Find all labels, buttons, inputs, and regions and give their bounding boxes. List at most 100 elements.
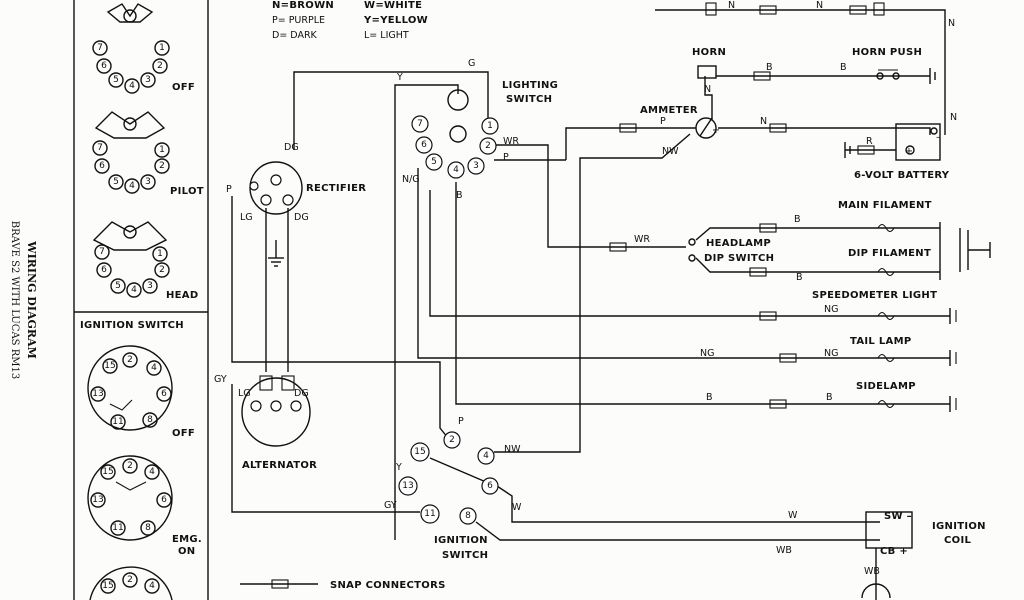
lighting-switch: 7 6 5 4 3 2 1 LIGHTING SWITCH	[411, 80, 558, 179]
ignition-switch: 2 4 15 6 13 11 8 IGNITION SWITCH	[398, 431, 499, 561]
wire-label-n-top-1: N	[728, 0, 735, 11]
svg-text:6: 6	[161, 495, 167, 505]
wire-label-n-ammeter: N	[760, 116, 767, 127]
svg-text:4: 4	[131, 285, 137, 295]
is-terminal-8: 8	[465, 511, 471, 521]
svg-text:11: 11	[112, 523, 123, 533]
wire-label-p-is: P	[458, 416, 464, 427]
ignition-panel-title: IGNITION SWITCH	[80, 320, 184, 331]
ignition-switch-diagram-off: 2 15 4 13 6 11 8 OFF	[87, 345, 195, 439]
coil-sw-label: SW –	[884, 511, 912, 522]
ls-terminal-4: 4	[453, 165, 459, 175]
speedometer-light-label: SPEEDOMETER LIGHT	[812, 290, 937, 301]
wire-label-lg-rect: LG	[240, 212, 253, 223]
wire-label-b-side-1: B	[706, 392, 713, 403]
wire-label-lg-alt: LG	[238, 388, 251, 399]
horn-label: HORN	[692, 47, 726, 58]
svg-text:15: 15	[102, 581, 113, 591]
svg-text:4: 4	[151, 363, 157, 373]
ammeter-label: AMMETER	[640, 105, 698, 116]
rectifier-label: RECTIFIER	[306, 183, 366, 194]
svg-text:11: 11	[112, 417, 123, 427]
wire-label-b-horn-2: B	[840, 62, 847, 73]
ignition-coil: SW – CB + IGNITION COIL	[861, 511, 986, 599]
svg-text:2: 2	[127, 461, 133, 471]
wire-label-wb-down: WB	[864, 566, 880, 577]
wire-label-p-ls: P	[503, 152, 509, 163]
lighting-switch-diagram-off: 7 6 5 4 3 2 1 OFF	[92, 3, 195, 94]
wire-label-y: Y	[396, 72, 403, 83]
wire-label-b-dip: B	[796, 272, 803, 283]
ignition-position-off-label: OFF	[172, 428, 195, 439]
dip-filament-label: DIP FILAMENT	[848, 248, 931, 259]
is-terminal-15: 15	[414, 447, 425, 457]
main-filament-label: MAIN FILAMENT	[838, 200, 932, 211]
svg-text:8: 8	[147, 415, 153, 425]
ignition-switch-diagram-partial: 2 15 4	[89, 566, 173, 600]
switch-position-panel	[73, 0, 209, 600]
dip-filament: DIP FILAMENT	[848, 248, 931, 277]
wire-colour-labels: G Y N N N N B B N N R P NW + – + WR P WR…	[214, 0, 957, 577]
ls-terminal-1: 1	[487, 121, 493, 131]
svg-text:6: 6	[101, 61, 107, 71]
ignition-switch-label-2: SWITCH	[442, 550, 488, 561]
svg-text:1: 1	[157, 249, 163, 259]
wire-label-p-rect: P	[226, 184, 232, 195]
lighting-position-off-label: OFF	[172, 82, 195, 93]
wire-label-battery-minus: –	[936, 132, 941, 143]
lighting-switch-diagram-head: 7 6 5 4 3 2 1 HEAD	[92, 221, 198, 301]
svg-text:5: 5	[113, 177, 119, 187]
svg-text:4: 4	[149, 467, 155, 477]
horn: HORN	[692, 47, 726, 79]
lighting-switch-label-1: LIGHTING	[502, 80, 558, 91]
dip-switch-label-2: DIP SWITCH	[704, 253, 774, 264]
ls-terminal-3: 3	[473, 161, 479, 171]
legend-light: L= LIGHT	[364, 30, 409, 41]
svg-text:7: 7	[99, 247, 105, 257]
ls-terminal-5: 5	[431, 157, 437, 167]
svg-text:2: 2	[157, 61, 163, 71]
svg-text:6: 6	[161, 389, 167, 399]
wire-label-w-coil: W	[788, 510, 798, 521]
ls-terminal-6: 6	[421, 140, 427, 150]
wire-label-ng-speedo: NG	[824, 304, 838, 315]
coil-cb-label: CB +	[880, 546, 908, 557]
speedometer-light: SPEEDOMETER LIGHT	[812, 290, 937, 321]
svg-text:13: 13	[92, 495, 103, 505]
ignition-coil-label-2: COIL	[944, 535, 971, 546]
svg-text:15: 15	[104, 361, 115, 371]
ignition-position-emg-label: EMG.	[172, 534, 202, 545]
wire-label-dg-rect-top: DG	[284, 142, 299, 153]
wire-label-n-top-2: N	[816, 0, 823, 11]
tail-lamp-label: TAIL LAMP	[850, 336, 911, 347]
svg-text:5: 5	[113, 75, 119, 85]
ignition-switch-label-1: IGNITION	[434, 535, 488, 546]
wire-label-y-is: Y	[395, 462, 402, 473]
lighting-position-head-label: HEAD	[166, 290, 198, 301]
wire-label-b-ls: B	[456, 190, 463, 201]
headlamp-dip-switch: HEADLAMP DIP SWITCH	[688, 238, 774, 264]
wire-label-b-side-2: B	[826, 392, 833, 403]
is-terminal-6: 6	[487, 481, 493, 491]
svg-text:8: 8	[145, 523, 151, 533]
wire-label-gy-is: GY	[384, 500, 397, 511]
svg-text:2: 2	[127, 355, 133, 365]
legend-yellow: Y=YELLOW	[363, 15, 428, 26]
legend-dark: D= DARK	[272, 30, 318, 41]
ls-terminal-7: 7	[417, 119, 423, 129]
wire-label-w-is: W	[512, 502, 522, 513]
horn-push: HORN PUSH	[852, 47, 922, 80]
svg-text:4: 4	[149, 581, 155, 591]
horn-push-label: HORN PUSH	[852, 47, 922, 58]
wire-label-nw-is: NW	[504, 444, 521, 455]
svg-text:3: 3	[147, 281, 153, 291]
wire-label-n-horn: N	[704, 84, 711, 95]
sidelamp-label: SIDELAMP	[856, 381, 916, 392]
wire-label-wr-ls: WR	[503, 136, 519, 147]
wire-label-wb-coil: WB	[776, 545, 792, 556]
svg-text:7: 7	[97, 143, 103, 153]
battery: 6-VOLT BATTERY	[854, 127, 950, 181]
svg-text:6: 6	[101, 265, 107, 275]
lighting-position-pilot-label: PILOT	[170, 186, 204, 197]
